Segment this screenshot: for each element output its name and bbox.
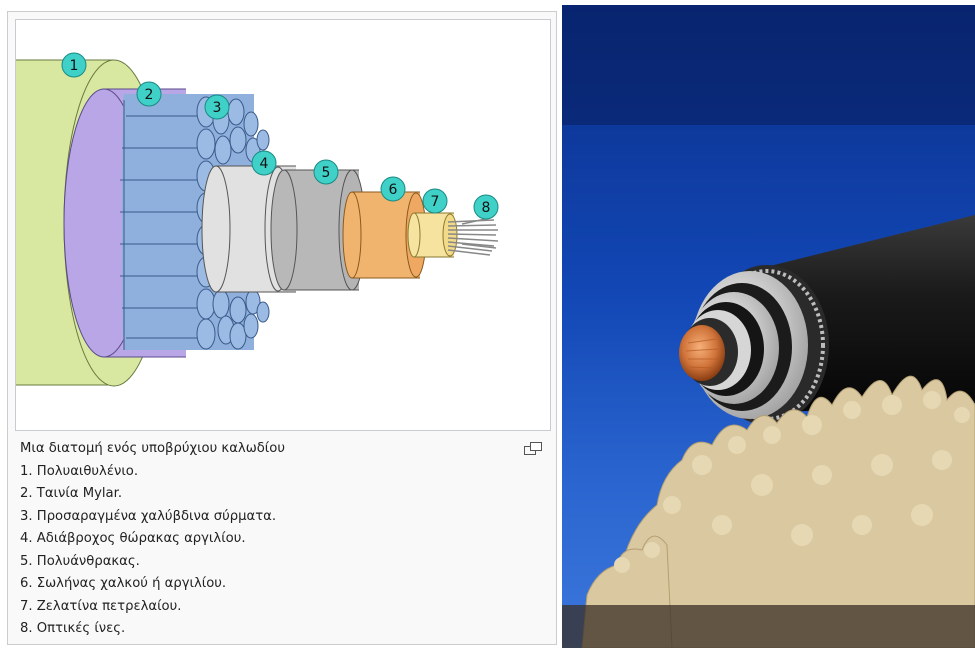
svg-text:3: 3 [213, 100, 222, 116]
callout-8: 8 [474, 195, 498, 219]
svg-text:1: 1 [70, 58, 79, 74]
svg-text:6: 6 [389, 182, 398, 198]
legend-item-2: 2. Ταινία Mylar. [20, 483, 548, 506]
legend-item-8: 8. Οπτικές ίνες. [20, 618, 548, 641]
figure-caption: Μια διατομή ενός υποβρύχιου καλωδίου 1. … [20, 438, 548, 641]
svg-text:4: 4 [260, 156, 269, 172]
callout-3: 3 [205, 95, 229, 119]
caption-title: Μια διατομή ενός υποβρύχιου καλωδίου [20, 438, 548, 461]
legend-item-1: 1. Πολυαιθυλένιο. [20, 461, 548, 484]
callout-7: 7 [423, 189, 447, 213]
magnify-icon[interactable] [524, 442, 542, 455]
svg-text:5: 5 [322, 165, 331, 181]
callout-4: 4 [252, 151, 276, 175]
legend-item-5: 5. Πολυάνθρακας. [20, 551, 548, 574]
submarine-cable-photo [562, 5, 975, 648]
svg-text:7: 7 [431, 194, 440, 210]
legend-item-4: 4. Αδιάβροχος θώρακας αργιλίου. [20, 528, 548, 551]
legend-item-6: 6. Σωλήνας χαλκού ή αργιλίου. [20, 573, 548, 596]
figure-thumbnail: 1 2 3 4 5 6 7 8 Μια διατομή ενός υποβρύχ… [7, 11, 557, 645]
legend-item-7: 7. Ζελατίνα πετρελαίου. [20, 596, 548, 619]
callout-2: 2 [137, 82, 161, 106]
callout-6: 6 [381, 177, 405, 201]
callout-1: 1 [62, 53, 86, 77]
cable-cross-section-diagram[interactable]: 1 2 3 4 5 6 7 8 [15, 19, 551, 431]
callout-5: 5 [314, 160, 338, 184]
svg-text:2: 2 [145, 87, 154, 103]
svg-text:8: 8 [482, 200, 491, 216]
legend-item-3: 3. Προσαραγμένα χαλύβδινα σύρματα. [20, 506, 548, 529]
